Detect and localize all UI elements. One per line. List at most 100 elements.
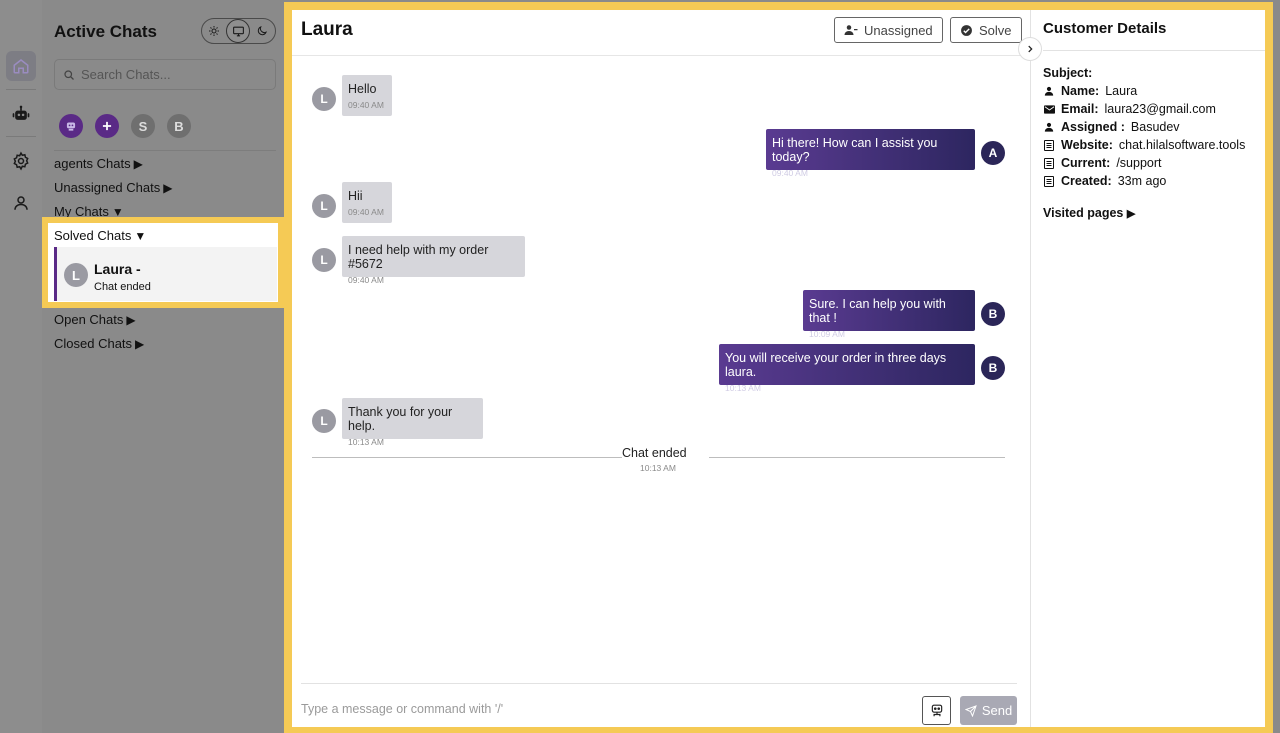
message-bubble: Sure. I can help you with that ! 10:09 A… [803,290,975,339]
collapsed-arrow-icon: ▶ [135,337,145,351]
chat-search [54,59,276,90]
message-bubble: Hello 09:40 AM [342,75,392,116]
message-time: 09:40 AM [348,275,384,285]
avatar: L [312,248,336,272]
message-time: 10:13 AM [725,383,761,393]
plus-icon [102,121,112,131]
send-button-label: Send [981,703,1013,718]
sidebar-title: Active Chats [54,22,157,41]
expanded-arrow-icon: ▼ [134,229,147,243]
message-input[interactable] [301,698,901,720]
solved-chats-section: Solved Chats▼ L Laura - Chat ended [42,217,284,308]
section-label: Closed Chats [54,336,133,351]
settings-nav-button[interactable] [6,146,36,176]
detail-value: Laura [1105,84,1138,98]
moon-icon [257,26,267,36]
detail-row-current: Current: /support [1043,156,1161,170]
agent-filter-b[interactable]: B [167,114,191,138]
chevron-right-icon [1028,45,1033,53]
message-bubble: Hii 09:40 AM [342,182,392,223]
rail-divider [6,89,36,90]
section-solved-chats[interactable]: Solved Chats▼ [54,228,146,243]
main-panel: Laura Unassigned Solve L Hello 09:40 AM … [284,2,1273,733]
detail-row-email: Email: laura23@gmail.com [1043,102,1216,116]
avatar: L [312,409,336,433]
visited-pages-label: Visited pages [1043,206,1124,220]
section-unassigned-chats[interactable]: Unassigned Chats▶ [54,180,172,195]
bot-reply-button[interactable] [922,696,951,725]
message-time: 09:40 AM [772,168,808,178]
person-icon [1043,86,1055,96]
collapsed-arrow-icon: ▶ [133,157,143,171]
home-nav-button[interactable] [6,51,36,81]
dark-theme-button[interactable] [250,19,274,43]
avatar: B [981,356,1005,380]
chat-ended-time: 10:13 AM [640,463,676,473]
detail-value: 33m ago [1117,174,1167,188]
message-text: I need help with my order #5672 [348,243,489,271]
light-theme-button[interactable] [202,19,226,43]
solve-button[interactable]: Solve [950,17,1022,43]
details-divider [1043,50,1265,51]
collapsed-arrow-icon: ▶ [126,313,136,327]
assign-button[interactable]: Unassigned [834,17,943,43]
detail-row-name: Name: Laura [1043,84,1137,98]
detail-row-created: Created: 33m ago [1043,174,1166,188]
composer-divider [301,683,1017,684]
send-icon [964,704,977,717]
detail-label: Website: [1061,138,1113,152]
section-label: Solved Chats [54,228,132,243]
sidebar-divider [54,150,276,151]
bot-nav-button[interactable] [6,99,36,129]
message-time: 09:40 AM [348,100,384,110]
subject-label: Subject: [1043,66,1093,80]
search-input[interactable] [81,67,271,82]
sun-icon [209,26,219,36]
detail-label: Name: [1061,84,1100,98]
gear-icon [13,151,29,171]
search-icon [64,69,74,80]
chat-ended-divider [312,457,622,458]
person-icon [1043,122,1055,132]
add-filter-button[interactable] [95,114,119,138]
robot-icon [12,105,30,120]
section-open-chats[interactable]: Open Chats▶ [54,312,136,327]
detail-label: Created: [1061,174,1112,188]
profile-nav-button[interactable] [6,188,36,218]
message-bubble: Thank you for your help. 10:13 AM [342,398,483,447]
bot-filter-button[interactable] [59,114,83,138]
chat-list-item[interactable]: L Laura - Chat ended [54,247,277,301]
agent-filter-s[interactable]: S [131,114,155,138]
avatar: B [981,302,1005,326]
avatar: L [64,263,88,287]
user-minus-icon [844,25,858,35]
bot-face-icon [66,122,76,131]
message-time: 10:09 AM [809,329,845,339]
section-label: agents Chats [54,156,131,171]
mail-icon [1043,104,1055,114]
home-icon [13,59,29,74]
header-divider [292,55,1030,56]
collapsed-arrow-icon: ▶ [1126,208,1136,220]
chat-ended-divider [709,457,1005,458]
section-agents-chats[interactable]: agents Chats▶ [54,156,143,171]
message-text: Hello [348,82,377,96]
send-button[interactable]: Send [960,696,1017,725]
expanded-arrow-icon: ▼ [111,205,124,219]
solve-button-label: Solve [979,22,1012,38]
visited-pages-toggle[interactable]: Visited pages ▶ [1043,206,1135,220]
bot-face-icon [931,704,942,716]
message-bubble: Hi there! How can I assist you today? 09… [766,129,975,178]
section-my-chats[interactable]: My Chats▼ [54,204,124,219]
avatar: A [981,141,1005,165]
section-closed-chats[interactable]: Closed Chats▶ [54,336,144,351]
collapsed-arrow-icon: ▶ [163,181,173,195]
page-icon [1043,157,1055,169]
collapse-details-button[interactable] [1018,37,1042,61]
chat-title: Laura [301,19,353,40]
agent-filter-row: S B [59,114,191,138]
detail-value: chat.hilalsoftware.tools [1118,138,1246,152]
system-theme-button[interactable] [226,19,250,43]
detail-row-website: Website: chat.hilalsoftware.tools [1043,138,1245,152]
detail-value: laura23@gmail.com [1104,102,1216,116]
